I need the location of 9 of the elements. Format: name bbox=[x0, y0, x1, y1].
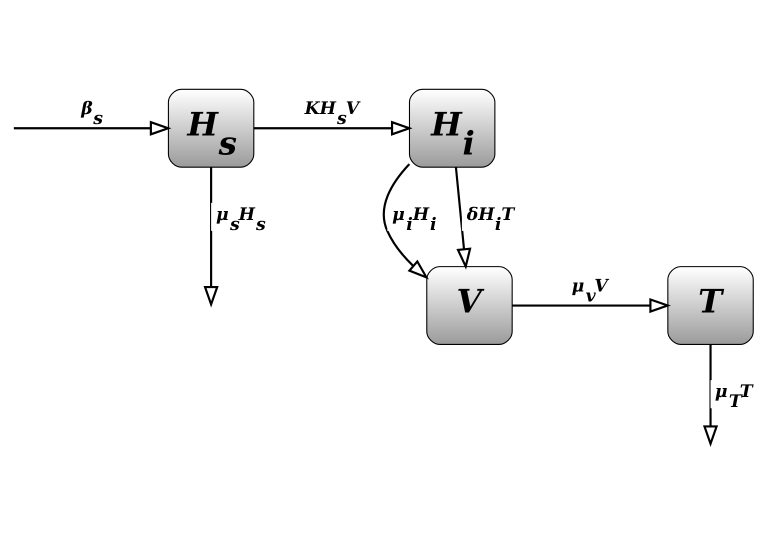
node-box: V bbox=[426, 266, 513, 344]
arrow bbox=[382, 162, 429, 280]
arrow bbox=[512, 297, 671, 313]
arrow bbox=[204, 166, 219, 308]
arrow bbox=[254, 120, 413, 136]
arrow bbox=[702, 344, 718, 446]
arrow bbox=[454, 166, 472, 270]
arrow bbox=[14, 120, 172, 136]
node-box: T bbox=[667, 266, 754, 344]
